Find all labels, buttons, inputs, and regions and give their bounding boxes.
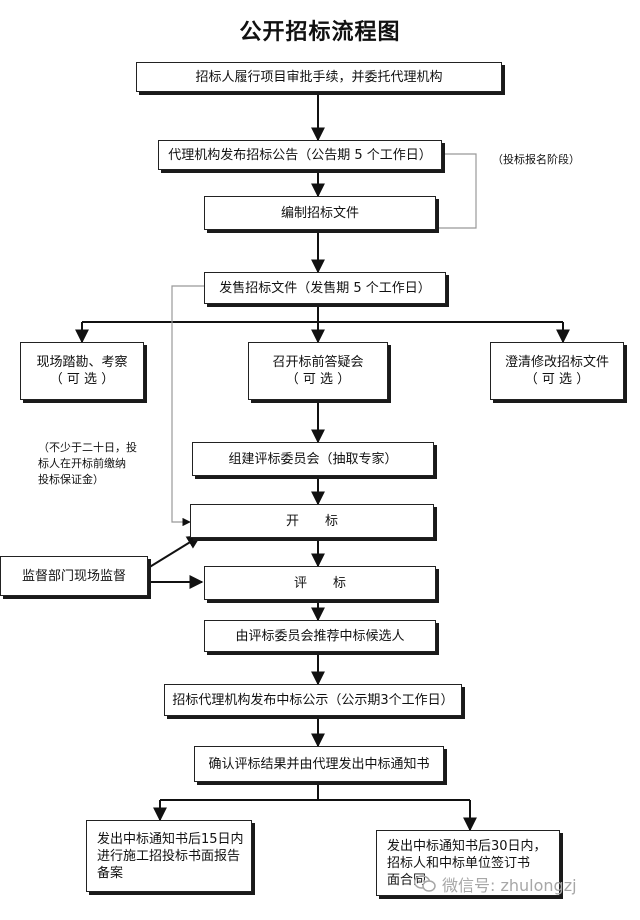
step-prepare-docs-label: 编制招标文件: [280, 205, 359, 221]
step-recommend-label: 由评标委员会推荐中标候选人: [235, 628, 405, 644]
supervision-box: 监督部门现场监督: [0, 556, 148, 596]
step-announcement-label: 代理机构发布招标公告（公告期 5 个工作日）: [168, 147, 432, 163]
deposit-note: （不少于二十日，投 标人在开标前缴纳 投标保证金）: [38, 440, 137, 488]
pre-bid-line1: 召开标前答疑会: [272, 355, 364, 370]
deposit-line2: 标人在开标前缴纳: [38, 457, 126, 470]
step-confirm-label: 确认评标结果并由代理发出中标通知书: [208, 756, 430, 772]
step-contract: 发出中标通知书后30日内， 招标人和中标单位签订书 面合同: [376, 830, 560, 896]
report-line2: 进行施工招投标书面报告: [97, 848, 241, 864]
arrow-supervision-open: [147, 535, 202, 569]
step-approval-label: 招标人履行项目审批手续，并委托代理机构: [195, 69, 443, 85]
deposit-line1: （不少于二十日，投: [38, 441, 137, 454]
step-site-visit: 现场踏勘、考察 （ 可 选 ）: [20, 342, 144, 400]
step-approval: 招标人履行项目审批手续，并委托代理机构: [136, 62, 502, 92]
step-recommend: 由评标委员会推荐中标候选人: [204, 620, 436, 652]
wechat-icon: [413, 875, 436, 893]
page-title: 公开招标流程图: [239, 20, 401, 45]
step-clarify-docs: 澄清修改招标文件 （ 可 选 ）: [490, 342, 624, 400]
step-sell-docs-label: 发售招标文件（发售期 5 个工作日）: [219, 280, 431, 296]
site-visit-line2: （ 可 选 ）: [49, 372, 115, 387]
step-publicity: 招标代理机构发布中标公示（公示期3个工作日）: [164, 684, 462, 716]
contract-line3: 面合同: [387, 872, 427, 888]
watermark: 微信号: zhulongzj: [413, 872, 577, 896]
step-publicity-label: 招标代理机构发布中标公示（公示期3个工作日）: [172, 692, 454, 708]
step-sell-docs: 发售招标文件（发售期 5 个工作日）: [204, 272, 446, 304]
report-line1: 发出中标通知书后15日内: [97, 831, 244, 847]
step-announcement: 代理机构发布招标公告（公告期 5 个工作日）: [158, 140, 442, 170]
step-bid-opening: 开 标: [190, 504, 434, 538]
step-committee-label: 组建评标委员会（抽取专家）: [228, 451, 398, 467]
supervision-label: 监督部门现场监督: [21, 568, 126, 584]
step-confirm: 确认评标结果并由代理发出中标通知书: [194, 746, 444, 782]
watermark-text: 微信号: zhulongzj: [442, 876, 577, 895]
step-report: 发出中标通知书后15日内 进行施工招投标书面报告 备案: [86, 820, 252, 892]
bid-registration-bracket: [436, 153, 477, 229]
step-evaluation: 评 标: [204, 566, 436, 600]
step-prepare-docs: 编制招标文件: [204, 196, 436, 230]
deposit-loop-line: [171, 285, 204, 527]
step-evaluation-label: 评 标: [293, 575, 346, 591]
pre-bid-line2: （ 可 选 ）: [285, 372, 351, 387]
clarify-line1: 澄清修改招标文件: [504, 355, 609, 370]
step-committee: 组建评标委员会（抽取专家）: [192, 442, 434, 476]
report-line3: 备案: [97, 865, 124, 881]
clarify-line2: （ 可 选 ）: [524, 372, 590, 387]
step-bid-opening-label: 开 标: [285, 513, 338, 529]
bid-registration-note: （投标报名阶段）: [492, 153, 580, 166]
step-pre-bid-meeting: 召开标前答疑会 （ 可 选 ）: [248, 342, 388, 400]
deposit-line3: 投标保证金）: [38, 473, 104, 486]
contract-line2: 招标人和中标单位签订书: [387, 855, 531, 871]
site-visit-line1: 现场踏勘、考察: [36, 355, 128, 370]
contract-line1: 发出中标通知书后30日内，: [387, 838, 547, 854]
